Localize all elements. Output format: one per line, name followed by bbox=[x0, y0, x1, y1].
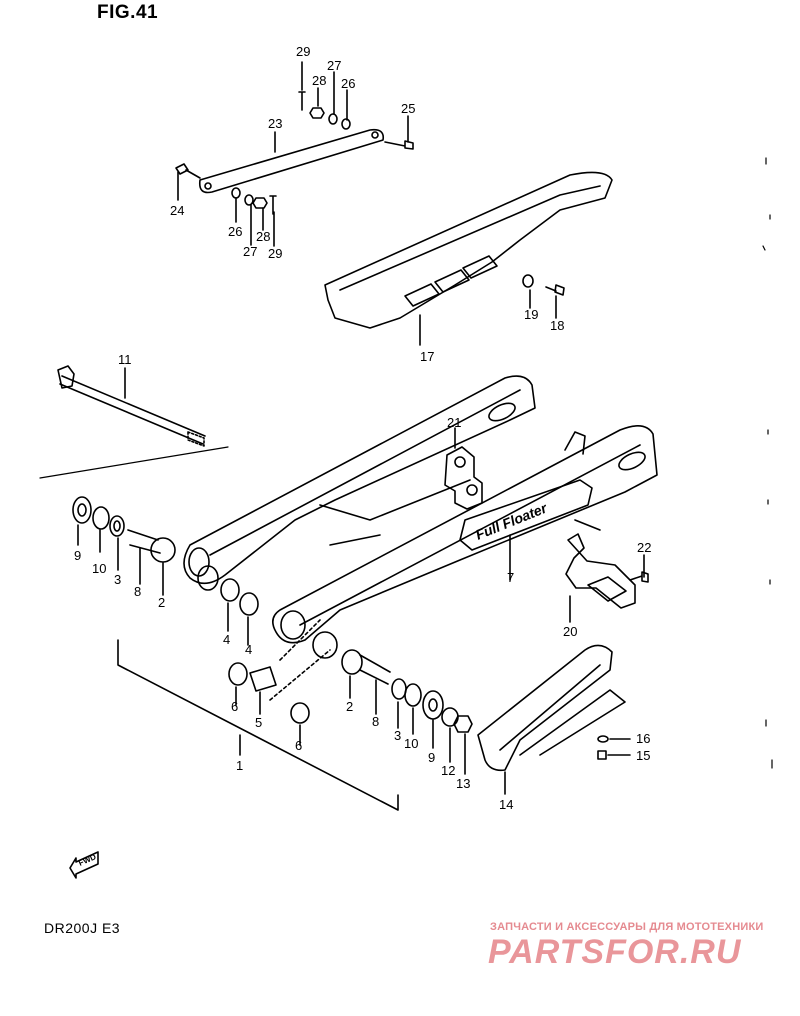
decal-plate bbox=[459, 479, 593, 551]
callout-28: 28 bbox=[256, 229, 270, 244]
callout-28: 28 bbox=[312, 73, 326, 88]
callout-15: 15 bbox=[636, 748, 650, 763]
callout-11: 11 bbox=[118, 352, 132, 367]
seal-4a bbox=[220, 578, 240, 602]
seal-4b bbox=[239, 592, 259, 616]
callout-20: 20 bbox=[563, 624, 577, 639]
part1-bracket bbox=[117, 639, 399, 811]
callout-26: 26 bbox=[228, 224, 242, 239]
chain-adjuster-slot-b bbox=[618, 451, 646, 471]
bolt-25 bbox=[384, 140, 414, 150]
chain-buffer-20 bbox=[565, 519, 649, 623]
callout-2: 2 bbox=[346, 699, 353, 714]
callout-25: 25 bbox=[401, 101, 415, 116]
watermark-logo: PARTSFOR.RU bbox=[488, 933, 742, 971]
washer-27a bbox=[328, 113, 338, 125]
callout-3: 3 bbox=[394, 728, 401, 743]
callout-4: 4 bbox=[223, 632, 230, 647]
callout-9: 9 bbox=[74, 548, 81, 563]
guard-slot-2 bbox=[434, 269, 470, 293]
model-code: DR200J E3 bbox=[44, 920, 121, 936]
nut-28b bbox=[252, 197, 268, 209]
callout-4: 4 bbox=[245, 642, 252, 657]
callout-18: 18 bbox=[550, 318, 564, 333]
figure-title: FIG.41 bbox=[97, 2, 159, 23]
seal-3a bbox=[109, 515, 125, 537]
seal-3b bbox=[391, 678, 407, 700]
spacer-8a bbox=[127, 529, 161, 554]
callout-3: 3 bbox=[114, 572, 121, 587]
washer-10a bbox=[92, 506, 110, 530]
fwd-arrow bbox=[69, 851, 99, 879]
bush-2b bbox=[341, 649, 363, 675]
watermark-tagline: ЗАПЧАСТИ И АКСЕССУАРЫ ДЛЯ МОТОТЕХНИКИ bbox=[490, 921, 764, 933]
cushion-bracket bbox=[444, 427, 483, 510]
callout-17: 17 bbox=[420, 349, 434, 364]
decal-text: Full Floater bbox=[473, 499, 550, 543]
callout-27: 27 bbox=[243, 244, 257, 259]
pivot-shaft bbox=[39, 365, 229, 479]
callout-6: 6 bbox=[231, 699, 238, 714]
callout-14: 14 bbox=[499, 797, 513, 812]
cotter-pin-29a bbox=[298, 91, 306, 111]
callout-21: 21 bbox=[447, 415, 461, 430]
seal-6a bbox=[228, 662, 248, 686]
washer-26b bbox=[231, 187, 241, 199]
torque-rod bbox=[198, 128, 385, 194]
washer-10b bbox=[404, 683, 422, 707]
callout-6: 6 bbox=[295, 738, 302, 753]
bearing-5 bbox=[249, 666, 277, 692]
washer-9b bbox=[422, 690, 444, 720]
callout-16: 16 bbox=[636, 731, 650, 746]
callout-10: 10 bbox=[92, 561, 106, 576]
washer-12 bbox=[441, 707, 459, 727]
callout-13: 13 bbox=[456, 776, 470, 791]
torque-rod-assembly bbox=[175, 61, 414, 247]
callout-29: 29 bbox=[296, 44, 310, 59]
washer-16 bbox=[597, 735, 609, 743]
washer-9a bbox=[72, 496, 92, 524]
guard-slot-3 bbox=[462, 255, 498, 279]
left-bearing-stack bbox=[72, 496, 259, 646]
callout-7: 7 bbox=[507, 570, 514, 585]
callout-22: 22 bbox=[637, 540, 651, 555]
callout-29: 29 bbox=[268, 246, 282, 261]
callout-labels: 29 27 28 26 25 23 24 26 27 28 29 19 18 1… bbox=[74, 44, 651, 812]
washer-19 bbox=[522, 274, 534, 288]
chain-adjuster-slot-a bbox=[488, 402, 516, 422]
callout-10: 10 bbox=[404, 736, 418, 751]
callout-23: 23 bbox=[268, 116, 282, 131]
callout-19: 19 bbox=[524, 307, 538, 322]
nut-13 bbox=[453, 715, 473, 733]
callout-2: 2 bbox=[158, 595, 165, 610]
guard-slot-1 bbox=[404, 283, 440, 307]
screw-15 bbox=[597, 750, 607, 760]
bolt-24 bbox=[175, 163, 201, 179]
right-bearing-stack bbox=[228, 619, 473, 775]
chain-guard bbox=[324, 171, 613, 346]
callout-12: 12 bbox=[441, 763, 455, 778]
callout-1: 1 bbox=[236, 758, 243, 773]
callout-24: 24 bbox=[170, 203, 184, 218]
bush-2a bbox=[150, 537, 176, 563]
callout-8: 8 bbox=[372, 714, 379, 729]
chain-slider-14 bbox=[477, 644, 631, 795]
washer-26a bbox=[341, 118, 351, 130]
nut-28a bbox=[309, 107, 325, 119]
seal-6b bbox=[290, 702, 310, 724]
bolt-18 bbox=[545, 284, 565, 296]
swingarm bbox=[183, 375, 658, 659]
callout-26: 26 bbox=[341, 76, 355, 91]
callout-9: 9 bbox=[428, 750, 435, 765]
cotter-pin-29b bbox=[269, 195, 277, 215]
washer-27b bbox=[244, 194, 254, 206]
callout-5: 5 bbox=[255, 715, 262, 730]
spacer-8b bbox=[359, 654, 391, 685]
callout-8: 8 bbox=[134, 584, 141, 599]
callout-27: 27 bbox=[327, 58, 341, 73]
screw-22 bbox=[629, 571, 649, 583]
